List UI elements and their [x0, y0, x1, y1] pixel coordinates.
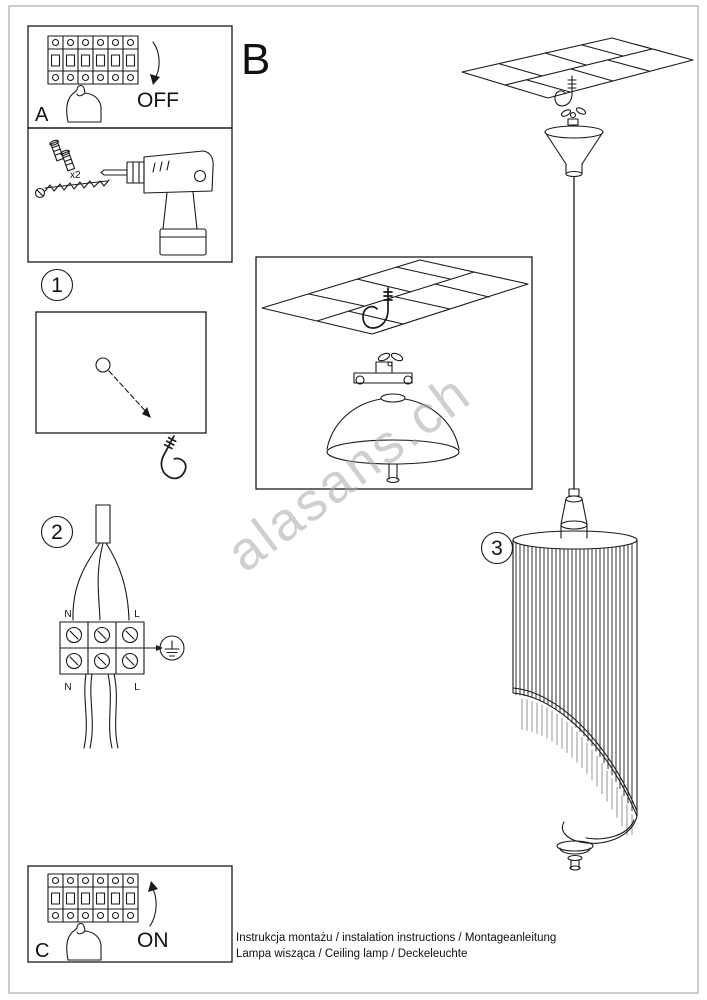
screw-icon: [34, 179, 110, 199]
wall-plug-icon: [49, 139, 76, 172]
earth-symbol-icon: [159, 635, 185, 661]
hand-icon: [66, 922, 102, 961]
terminal-n-bottom: N: [64, 682, 71, 693]
terminal-l-top: L: [134, 609, 140, 620]
ceiling-overview-drawing: [461, 37, 694, 490]
step-1: 1: [35, 268, 207, 480]
arrow-down-icon: [150, 41, 160, 85]
step1-badge: [40, 268, 74, 302]
ceiling-detail-inset: [255, 256, 533, 490]
terminal-n-top: N: [64, 609, 71, 620]
finial-icon: [556, 840, 594, 871]
canopy-detail-drawing: [326, 393, 460, 484]
step2-badge: [40, 515, 74, 549]
step1-number: 1: [51, 274, 63, 297]
panel-c: ON C: [27, 865, 233, 963]
tools-frame: [27, 127, 233, 263]
terminal-l-bottom: L: [134, 682, 140, 693]
step-3: 3: [480, 531, 514, 565]
shade-slats: [515, 542, 633, 812]
terminal-block: [59, 621, 145, 675]
hook-detail-icon: [362, 287, 393, 329]
step2-number: 2: [51, 521, 63, 544]
inset-frame: [255, 256, 533, 490]
wiring-diagram: [59, 504, 185, 749]
footer-line1: Instrukcja montażu / instalation instruc…: [236, 932, 556, 944]
panel-tools: x2: [27, 127, 233, 263]
mounting-hardware-icon: [353, 352, 413, 385]
arrow-up-icon: [148, 881, 158, 927]
drill-icon: [100, 150, 214, 256]
footer: Instrukcja montażu / instalation instruc…: [236, 932, 556, 960]
panel-c-letter: C: [35, 940, 49, 962]
hand-icon: [66, 84, 102, 123]
ceiling-hook-icon: [554, 75, 577, 107]
panel-a: OFF A: [27, 25, 233, 129]
panel-a-letter: A: [35, 104, 49, 126]
hole-marking-drawing: [95, 357, 151, 418]
footer-line2: Lampa wisząca / Ceiling lamp / Deckeleuc…: [236, 948, 467, 960]
step-2: 2: [40, 504, 185, 749]
shade-outline: [512, 530, 638, 844]
canopy-drawing: [544, 125, 604, 178]
on-label: ON: [137, 929, 169, 952]
panel-c-frame: [27, 865, 233, 963]
off-label: OFF: [137, 89, 179, 112]
page-border: [8, 5, 699, 994]
panel-b-letter: B: [241, 35, 270, 84]
shade-back-slats: [521, 698, 633, 835]
step3-number: 3: [491, 537, 503, 560]
anchor-count-label: x2: [70, 170, 81, 181]
lamp-shade-drawing: [512, 488, 638, 871]
wing-nut-icon: [560, 107, 587, 126]
step1-frame: [35, 311, 207, 434]
hook-icon: [160, 435, 187, 480]
circuit-breaker-icon: [47, 873, 139, 923]
circuit-breaker-icon: [47, 35, 139, 85]
